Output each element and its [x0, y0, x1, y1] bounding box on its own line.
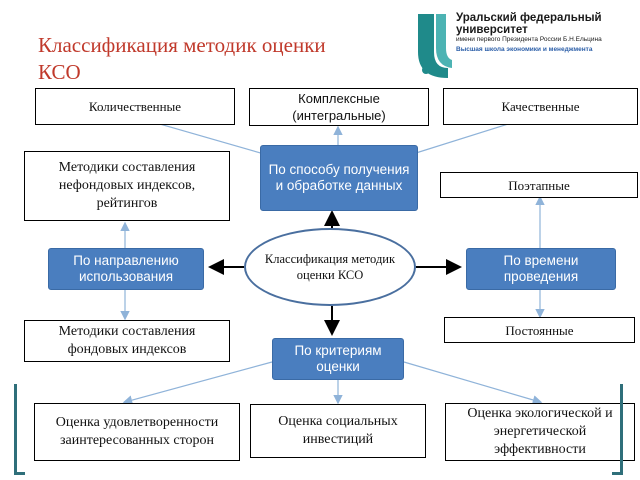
logo-university-name: Уральский федеральный университет	[456, 12, 602, 36]
logo-school-name: Высшая школа экономики и менеджмента	[456, 46, 593, 53]
box-permanent: Постоянные	[444, 317, 635, 343]
frame-right-decoration	[612, 384, 623, 475]
box-quantitative: Количественные	[35, 88, 235, 125]
box-fund-indexes: Методики составления фондовых индексов	[24, 320, 230, 362]
box-eco-efficiency: Оценка экологической и энергетической эф…	[445, 403, 635, 461]
logo-text: Уральский федеральный университет имени …	[456, 12, 606, 54]
box-nonfund-indexes: Методики составления нефондовых индексов…	[24, 151, 230, 221]
box-complex: Комплексные (интегральные)	[249, 88, 429, 126]
box-stakeholders: Оценка удовлетворенности заинтересованны…	[34, 403, 240, 461]
center-classification: Классификация методик оценки КСО	[244, 228, 416, 306]
category-method: По способу получения и обработке данных	[260, 145, 418, 211]
frame-left-decoration	[14, 384, 25, 475]
box-stepwise: Поэтапные	[440, 172, 638, 198]
category-usage: По направлению использования	[48, 248, 204, 290]
box-qualitative: Качественные	[443, 88, 638, 125]
university-logo-icon	[418, 14, 452, 78]
category-criteria: По критериям оценки	[272, 338, 404, 380]
box-social-investments: Оценка социальных инвестиций	[250, 404, 426, 458]
page-title: Классификация методик оценки КСО	[38, 33, 326, 84]
category-time: По времени проведения	[466, 248, 616, 290]
logo-university-sub: имени первого Президента России Б.Н.Ельц…	[456, 36, 602, 43]
